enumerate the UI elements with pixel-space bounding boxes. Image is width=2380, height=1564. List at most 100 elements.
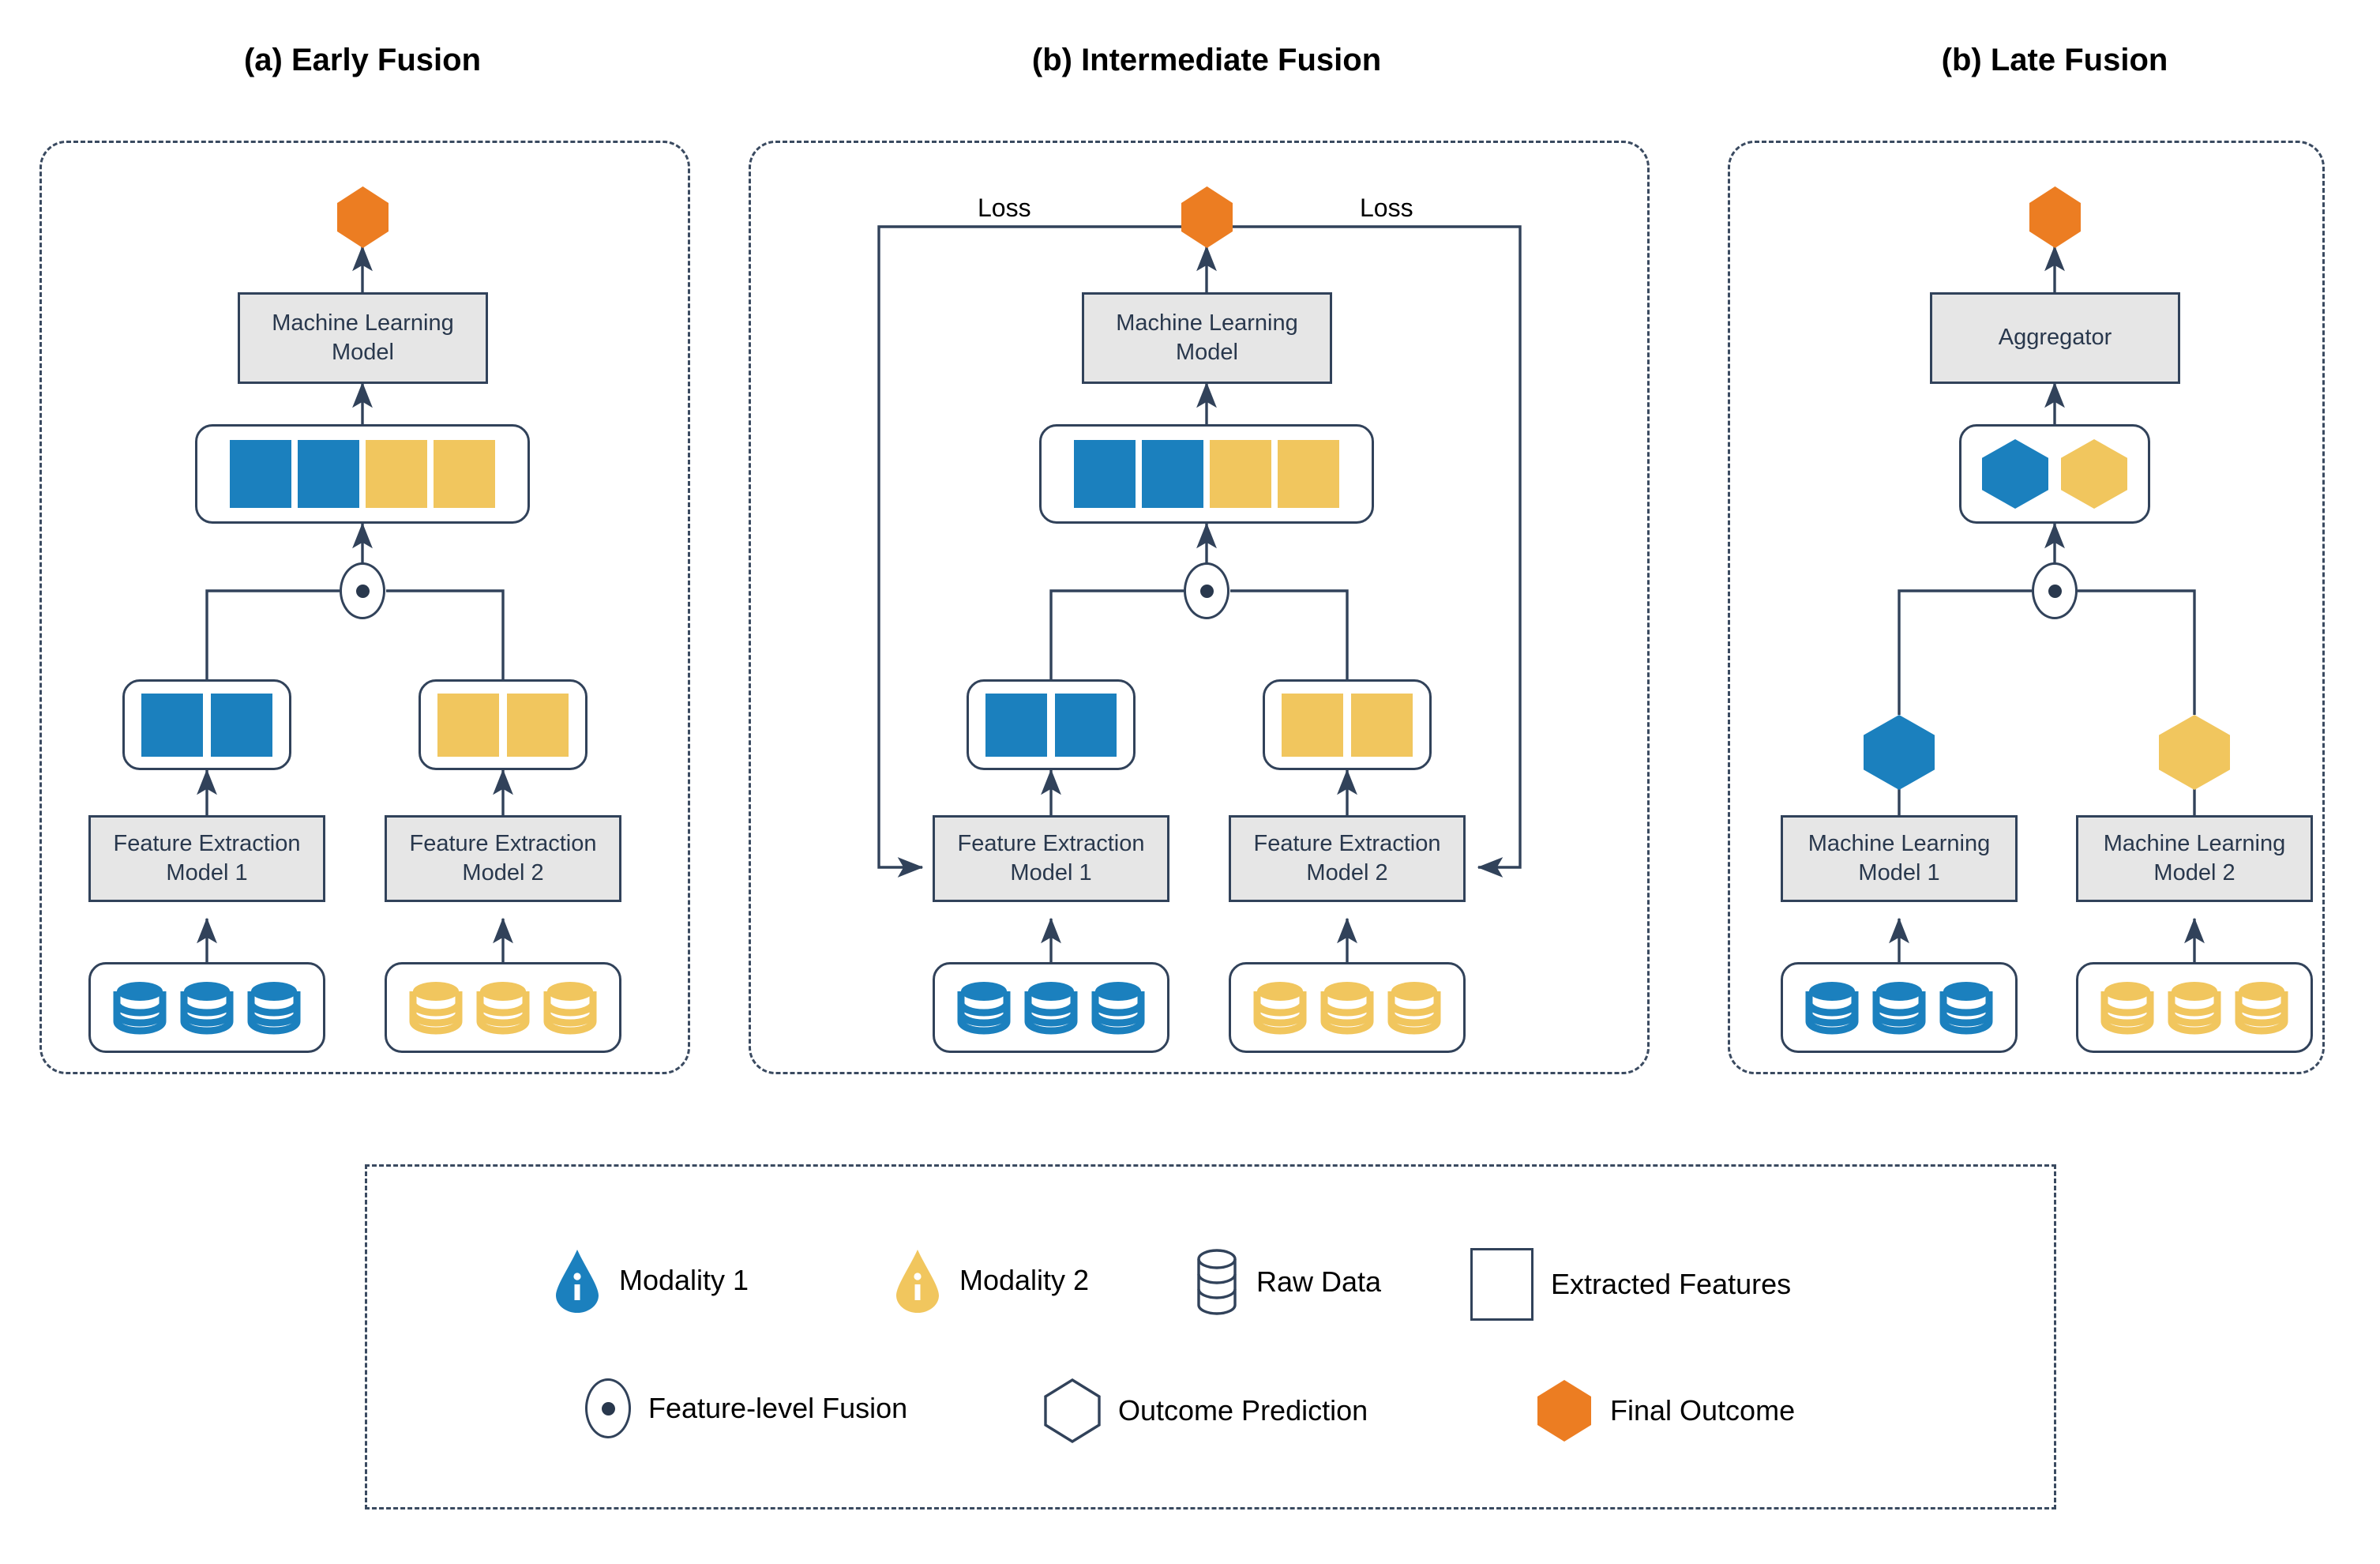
- raw-data-pill-modality-1-early: [88, 962, 325, 1053]
- legend-label-extracted-features: Extracted Features: [1551, 1268, 1792, 1300]
- outcome-prediction-hexagon-yellow: [2061, 439, 2127, 509]
- legend-item-modality-2: Modality 2: [893, 1248, 1089, 1313]
- modality-1-features-pill-intermediate: [967, 679, 1136, 770]
- ml-model-2-label-line1: Machine Learning: [2103, 830, 2286, 856]
- legend-label-raw-data: Raw Data: [1256, 1265, 1382, 1298]
- raw-data-cylinders-yellow: [409, 981, 597, 1034]
- ml-model-label-line2: Model: [331, 340, 394, 365]
- outcome-prediction-hexagon-blue: [1982, 439, 2048, 509]
- raw-data-pill-modality-2-intermediate: [1229, 962, 1466, 1053]
- feature-level-fusion-node-late[interactable]: [2032, 562, 2078, 619]
- legend-item-modality-1: Modality 1: [553, 1248, 749, 1313]
- feature-extraction-model-1-box-early[interactable]: Feature Extraction Model 1: [88, 815, 325, 902]
- feature-square-blue: [211, 693, 272, 757]
- legend-box: [365, 1164, 2056, 1509]
- panel-frame-early-fusion: [39, 141, 690, 1074]
- fused-features-pill-intermediate: [1039, 424, 1374, 524]
- fusion-dot-icon: [601, 1401, 615, 1415]
- fe-model-1-label-line1: Feature Extraction: [957, 830, 1145, 856]
- machine-learning-model-2-box-late[interactable]: Machine Learning Model 2: [2076, 815, 2313, 902]
- aggregator-box[interactable]: Aggregator: [1930, 292, 2180, 384]
- feature-square-yellow: [1282, 693, 1343, 757]
- fe-model-2-label-line2: Model 2: [1306, 860, 1388, 885]
- loss-label-right: Loss: [1360, 194, 1413, 222]
- raw-data-cylinders-blue: [957, 981, 1145, 1034]
- loss-label-left: Loss: [978, 194, 1031, 222]
- legend-item-final-outcome: Final Outcome: [1536, 1378, 1795, 1443]
- feature-square-blue: [985, 693, 1047, 757]
- panel-frame-intermediate-fusion: [749, 141, 1650, 1074]
- machine-learning-model-1-box-late[interactable]: Machine Learning Model 1: [1781, 815, 2018, 902]
- raw-data-cylinders-yellow: [1253, 981, 1441, 1034]
- raw-data-pill-modality-1-intermediate: [933, 962, 1169, 1053]
- fused-predictions-pill-late: [1959, 424, 2150, 524]
- panel-title-intermediate-fusion: (b) Intermediate Fusion: [1031, 43, 1382, 77]
- final-outcome-icon: [1536, 1378, 1593, 1443]
- feature-extraction-model-2-box-intermediate[interactable]: Feature Extraction Model 2: [1229, 815, 1466, 902]
- panel-title-late-fusion: (b) Late Fusion: [1941, 43, 2168, 77]
- fusion-dot-icon: [1199, 584, 1214, 598]
- raw-data-cylinders-blue: [113, 981, 301, 1034]
- ml-model-label-line2: Model: [1175, 340, 1238, 365]
- fusion-dot-icon: [2048, 584, 2062, 598]
- feature-square-blue: [1055, 693, 1117, 757]
- modality-2-icon: [893, 1248, 942, 1313]
- feature-square-yellow: [1278, 440, 1339, 508]
- ml-model-2-label-line2: Model 2: [2153, 860, 2235, 885]
- panel-title-early-fusion: (a) Early Fusion: [243, 43, 482, 77]
- legend-label-final-outcome: Final Outcome: [1610, 1394, 1796, 1427]
- modality-2-features-pill-intermediate: [1263, 679, 1432, 770]
- legend-item-extracted-features: Extracted Features: [1470, 1248, 1791, 1321]
- feature-square-blue: [141, 693, 203, 757]
- feature-level-fusion-node-early[interactable]: [340, 562, 385, 619]
- raw-data-pill-modality-1-late: [1781, 962, 2018, 1053]
- feature-square-yellow: [434, 440, 495, 508]
- feature-square-yellow: [1351, 693, 1413, 757]
- ml-model-1-label-line2: Model 1: [1858, 860, 1940, 885]
- legend-item-raw-data: Raw Data: [1195, 1248, 1381, 1316]
- feature-square-blue: [1074, 440, 1136, 508]
- feature-level-fusion-icon: [585, 1378, 631, 1438]
- feature-square-blue: [1142, 440, 1203, 508]
- feature-level-fusion-node-intermediate[interactable]: [1184, 562, 1229, 619]
- legend-item-feature-level-fusion: Feature-level Fusion: [585, 1378, 907, 1438]
- fe-model-2-label-line2: Model 2: [462, 860, 544, 885]
- feature-square-yellow: [366, 440, 427, 508]
- legend-label-outcome-prediction: Outcome Prediction: [1118, 1394, 1368, 1427]
- panel-frame-late-fusion: [1728, 141, 2325, 1074]
- fe-model-1-label-line1: Feature Extraction: [113, 830, 301, 856]
- modality-2-features-pill-early: [419, 679, 587, 770]
- feature-extraction-model-2-box-early[interactable]: Feature Extraction Model 2: [385, 815, 621, 902]
- legend-label-modality-2: Modality 2: [959, 1264, 1090, 1296]
- machine-learning-model-box-intermediate[interactable]: Machine Learning Model: [1082, 292, 1332, 384]
- feature-extraction-model-1-box-intermediate[interactable]: Feature Extraction Model 1: [933, 815, 1169, 902]
- raw-data-pill-modality-2-late: [2076, 962, 2313, 1053]
- fused-features-pill-early: [195, 424, 530, 524]
- fusion-dot-icon: [355, 584, 370, 598]
- legend-label-feature-level-fusion: Feature-level Fusion: [648, 1392, 908, 1424]
- modality-1-icon: [553, 1248, 602, 1313]
- raw-data-icon: [1195, 1248, 1239, 1316]
- fe-model-2-label-line1: Feature Extraction: [1253, 830, 1441, 856]
- extracted-features-icon: [1470, 1248, 1533, 1321]
- modality-1-features-pill-early: [122, 679, 291, 770]
- aggregator-label: Aggregator: [1998, 325, 2112, 351]
- fe-model-1-label-line2: Model 1: [1010, 860, 1092, 885]
- machine-learning-model-box-early[interactable]: Machine Learning Model: [238, 292, 488, 384]
- legend-label-modality-1: Modality 1: [619, 1264, 749, 1296]
- raw-data-cylinders-blue: [1805, 981, 1993, 1034]
- ml-model-label-line1: Machine Learning: [272, 310, 454, 336]
- raw-data-cylinders-yellow: [2100, 981, 2288, 1034]
- feature-square-yellow: [507, 693, 569, 757]
- fe-model-2-label-line1: Feature Extraction: [409, 830, 597, 856]
- feature-square-yellow: [1210, 440, 1271, 508]
- legend-item-outcome-prediction: Outcome Prediction: [1044, 1378, 1368, 1443]
- raw-data-pill-modality-2-early: [385, 962, 621, 1053]
- feature-square-blue: [298, 440, 359, 508]
- ml-model-1-label-line1: Machine Learning: [1808, 830, 1991, 856]
- outcome-prediction-icon: [1044, 1378, 1101, 1443]
- fe-model-1-label-line2: Model 1: [166, 860, 248, 885]
- ml-model-label-line1: Machine Learning: [1116, 310, 1298, 336]
- feature-square-yellow: [437, 693, 499, 757]
